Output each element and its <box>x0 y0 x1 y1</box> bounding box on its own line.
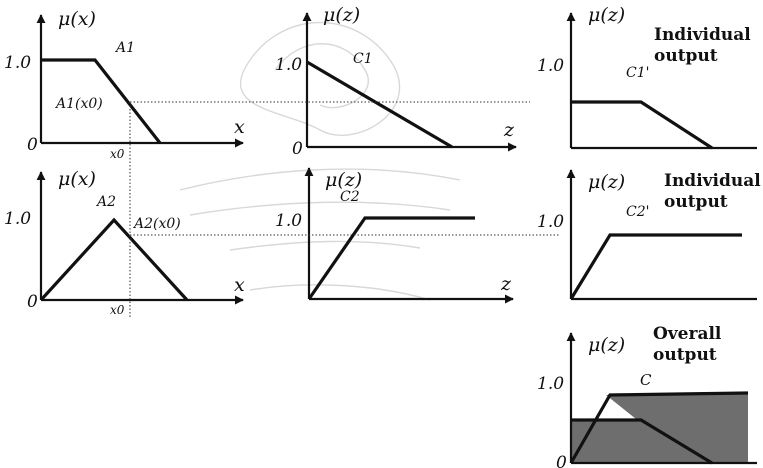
panel-a2: μ(x) 1.0 0 x A2 A2(x0) x0 <box>4 168 245 317</box>
caption-line-2: output <box>653 345 717 365</box>
set-label-a2: A2 <box>95 194 116 210</box>
set-label-c2: C2 <box>340 189 360 205</box>
tick-zero: 0 <box>27 292 38 312</box>
x-axis-label: x <box>234 116 245 138</box>
tick-one: 1.0 <box>275 55 302 75</box>
panel-a1: μ(x) 1.0 0 x A1 A1(x0) x0 <box>4 8 245 161</box>
membership-curve-c1 <box>306 60 453 149</box>
aggregate-area <box>571 393 748 463</box>
membership-curve-c1-clipped <box>571 100 713 150</box>
x-axis-label: x <box>234 274 245 296</box>
z-axis-label: z <box>500 273 512 295</box>
set-label-c2-clipped: C2' <box>626 204 649 220</box>
tick-one: 1.0 <box>4 209 31 229</box>
set-label-c1: C1 <box>353 51 373 67</box>
membership-value-a1-x0: A1(x0) <box>54 96 103 112</box>
panel-c2-clipped: μ(z) 1.0 C2' Individual output <box>537 169 761 301</box>
x0-label: x0 <box>110 303 125 317</box>
caption-line-2: output <box>664 192 728 212</box>
tick-one: 1.0 <box>537 56 564 76</box>
panel-c2: μ(z) 1.0 z C2 <box>275 167 514 304</box>
y-axis-label: μ(z) <box>588 171 625 193</box>
y-axis-label: μ(x) <box>58 168 96 190</box>
caption-line-1: Individual <box>664 171 761 191</box>
y-axis-label: μ(z) <box>588 334 625 356</box>
y-axis-label: μ(x) <box>58 8 96 30</box>
tick-one: 1.0 <box>275 211 302 231</box>
watermark-emblem <box>179 21 461 301</box>
membership-curve-a1 <box>41 58 162 144</box>
tick-zero: 0 <box>292 139 303 159</box>
y-axis-label: μ(z) <box>323 4 360 26</box>
panel-aggregate: μ(z) 1.0 0 C Overall output <box>537 324 757 468</box>
panel-c1: μ(z) 1.0 0 z C1 <box>275 4 517 159</box>
tick-zero: 0 <box>556 453 567 468</box>
guide-lines <box>129 101 560 318</box>
membership-value-a2-x0: A2(x0) <box>132 216 181 232</box>
tick-one: 1.0 <box>537 374 564 394</box>
tick-one: 1.0 <box>4 53 31 73</box>
membership-curve-a2 <box>39 217 189 302</box>
caption-line-1: Individual <box>654 25 751 45</box>
aggregate-curve-c2 <box>569 391 749 464</box>
tick-one: 1.0 <box>537 212 564 232</box>
caption-line-1: Overall <box>653 324 722 344</box>
membership-curve-c2 <box>307 216 475 300</box>
panel-c1-clipped: μ(z) 1.0 C1' Individual output <box>537 4 757 150</box>
tick-zero: 0 <box>27 135 38 155</box>
y-axis-label: μ(z) <box>325 169 362 191</box>
set-label-aggregate: C <box>640 371 652 389</box>
y-axis-label: μ(z) <box>588 4 625 26</box>
set-label-c1-clipped: C1' <box>626 65 649 81</box>
caption-line-2: output <box>654 46 718 66</box>
membership-curve-c2-clipped <box>569 233 742 300</box>
set-label-a1: A1 <box>114 40 135 56</box>
x0-label: x0 <box>110 147 125 161</box>
z-axis-label: z <box>503 119 515 141</box>
